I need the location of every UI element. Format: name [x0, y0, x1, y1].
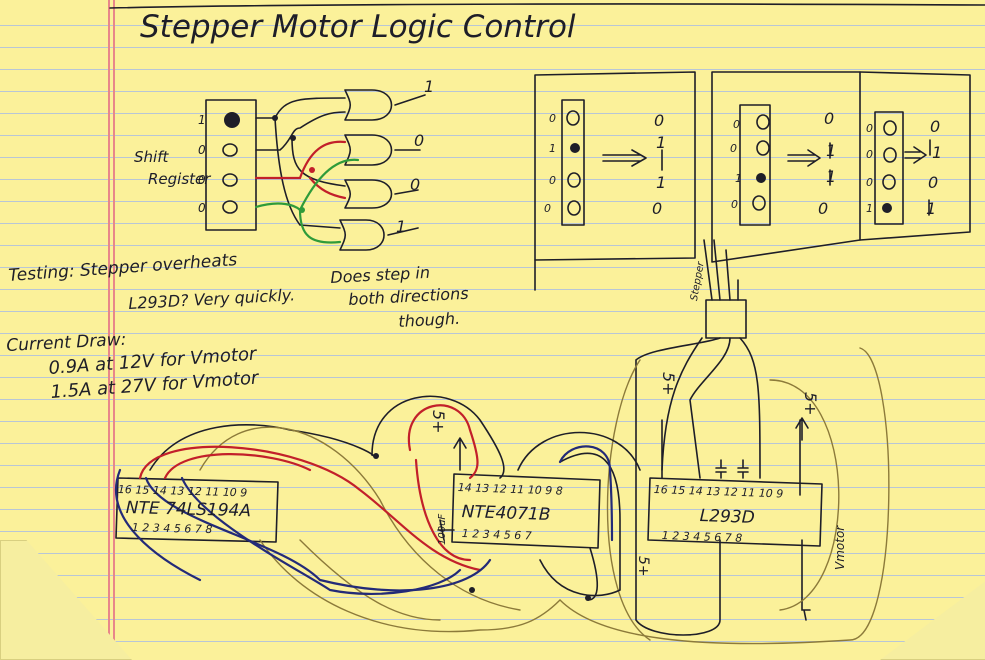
svg-text:0: 0 [544, 202, 551, 215]
margin-line [108, 0, 110, 658]
svg-text:0: 0 [866, 176, 873, 189]
vplus-label-4: 5+ [635, 556, 651, 577]
shift-label: Shift [134, 148, 169, 166]
svg-text:1: 1 [826, 167, 836, 186]
svg-text:0: 0 [731, 198, 738, 211]
step-panel-1 [534, 71, 696, 261]
svg-text:0: 0 [930, 117, 940, 136]
step-panel-3 [859, 71, 971, 241]
chip-nte4071b-bottom-pins: 1 2 3 4 5 6 7 [461, 527, 532, 543]
and-gate-1 [344, 89, 393, 121]
page-title: Stepper Motor Logic Control [140, 9, 576, 45]
register-label: Register [148, 170, 211, 188]
and-gate-4 [339, 219, 385, 251]
svg-text:1: 1 [866, 202, 873, 215]
vmotor-label: Vmotor [833, 525, 847, 570]
svg-text:0: 0 [198, 143, 206, 157]
svg-text:0: 0 [652, 199, 662, 218]
svg-text:0: 0 [866, 122, 873, 135]
shift-register-box [205, 99, 257, 231]
chip-nte4071b-label: NTE4071B [461, 502, 551, 526]
stepper-connector [705, 299, 747, 339]
svg-text:1: 1 [549, 142, 556, 155]
and-gate-3 [344, 179, 393, 209]
capacitor-label: 100uF [437, 513, 448, 545]
svg-text:0: 0 [198, 201, 206, 215]
vplus-label-3: 5+ [801, 392, 820, 416]
chip-l293d-label: L293D [699, 506, 756, 528]
svg-text:0: 0 [654, 111, 664, 130]
svg-text:0: 0 [730, 142, 737, 155]
svg-text:1: 1 [932, 143, 942, 162]
chip-74ls194a-top-pins: 16 15 14 13 12 11 10 9 [117, 483, 248, 500]
svg-text:0: 0 [414, 131, 424, 150]
svg-text:0: 0 [549, 112, 556, 125]
svg-text:0: 0 [818, 199, 828, 218]
chip-74ls194a-bottom-pins: 1 2 3 4 5 6 7 8 [131, 521, 213, 537]
svg-text:0: 0 [198, 173, 206, 187]
and-gate-2 [344, 134, 393, 166]
vplus-label-1: 5+ [429, 410, 448, 434]
svg-text:0: 0 [866, 148, 873, 161]
svg-text:0: 0 [824, 109, 834, 128]
vplus-label-2: 5+ [659, 372, 678, 396]
svg-text:1: 1 [735, 172, 742, 185]
svg-text:1: 1 [396, 217, 406, 236]
chip-nte4071b [451, 473, 601, 549]
svg-text:1: 1 [926, 199, 936, 218]
svg-text:1: 1 [424, 77, 434, 96]
svg-text:0: 0 [410, 175, 420, 194]
svg-text:1: 1 [656, 133, 666, 152]
chip-74ls194a-label: NTE 74LS194A [125, 498, 252, 522]
svg-text:1: 1 [826, 141, 836, 160]
svg-text:0: 0 [733, 118, 740, 131]
chip-l293d-bottom-pins: 1 2 3 4 5 6 7 8 [661, 529, 743, 545]
svg-text:0: 0 [928, 173, 938, 192]
svg-text:0: 0 [549, 174, 556, 187]
chip-74ls194a [115, 477, 279, 543]
svg-text:1: 1 [198, 113, 206, 127]
margin-line [113, 0, 115, 658]
chip-l293d [647, 477, 823, 547]
chip-nte4071b-top-pins: 14 13 12 11 10 9 8 [457, 481, 563, 498]
svg-text:1: 1 [656, 173, 666, 192]
